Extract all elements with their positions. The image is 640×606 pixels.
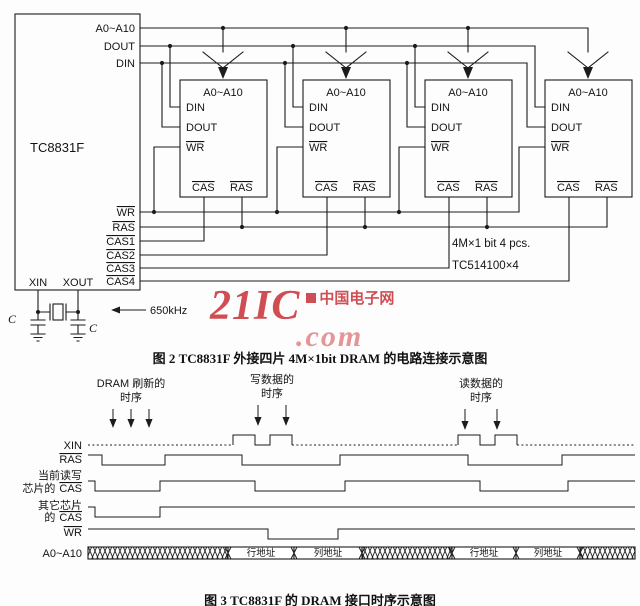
crystal-frequency-label: 650kHz [150, 305, 187, 317]
dram-chip-1: A0~A10 DIN DOUT WR CAS RAS [153, 27, 268, 228]
tc-cas4-pin-label: CAS4 [106, 276, 135, 288]
bus-invalid-segment [87, 546, 229, 560]
cas2-wire [139, 196, 328, 256]
dram-addr-label: A0~A10 [203, 87, 242, 99]
address-funnel-arrowhead-icon [218, 67, 228, 79]
tc-dout-pin-label: DOUT [104, 41, 135, 53]
xin-wire [37, 289, 51, 321]
read-annotation-line2: 时序 [470, 390, 492, 404]
part-notes: 4M×1 bit 4 pcs. TC514100×4 [452, 238, 530, 272]
annotation-refresh: DRAM 刷新的 时序 [97, 376, 165, 428]
crystal-icon [52, 303, 64, 321]
crystal-plates [49, 303, 67, 321]
waveform-ras [88, 454, 635, 466]
xin-read-pulses [457, 434, 518, 446]
figure2-circuit-diagram: TC8831F A0~A10 DOUT DIN WR RAS CAS1 CAS2… [8, 13, 633, 342]
dram-outline [179, 79, 268, 198]
waveform-cas-other [88, 506, 635, 518]
row-address-label: 行地址 [470, 547, 499, 559]
dram-dout-label: DOUT [186, 122, 217, 134]
write-annotation-line1: 写数据的 [250, 372, 294, 386]
xin-signal-label: XIN [64, 440, 82, 452]
bus-wires [139, 27, 608, 282]
capacitor-right-icon [70, 319, 86, 335]
read-annotation-line1: 读数据的 [459, 376, 503, 390]
tc-cas2-pin-label: CAS2 [106, 250, 135, 262]
tc-cas3-pin-label: CAS3 [106, 263, 135, 275]
bus-invalid-segment [579, 546, 636, 560]
xout-wire [65, 289, 79, 321]
refresh-annotation-line2: 时序 [120, 390, 142, 404]
dram-partnumber-note: TC514100×4 [452, 260, 519, 272]
waveform-wr [88, 528, 635, 540]
tc-cas1-pin-label: CAS1 [106, 236, 135, 248]
cas-other-label-line1: 其它芯片 [38, 498, 82, 512]
ras-signal-label: RAS [59, 454, 82, 466]
waveform-address-bus: 行地址 列地址 行地址 列地址 [87, 546, 636, 560]
dram-size-note: 4M×1 bit 4 pcs. [452, 238, 530, 250]
dram-chip-4 [518, 27, 633, 228]
capacitor-left-icon [30, 319, 46, 335]
col-address-label: 列地址 [534, 547, 563, 559]
cas4-wire [139, 196, 570, 282]
tc-ras-pin-label: RAS [112, 222, 135, 234]
cas-current-label-line1: 当前读写 [38, 468, 82, 482]
row-address-label: 行地址 [247, 547, 276, 559]
tc-xout-pin-label: XOUT [63, 277, 94, 289]
wr-signal-label: WR [64, 527, 82, 539]
figure3-timing-diagram: DRAM 刷新的 时序 写数据的 时序 读数据的 时序 XIN RAS 当前读写… [22, 372, 636, 560]
tc8831f-label: TC8831F [30, 140, 84, 155]
xin-write-pulses [232, 434, 293, 446]
refresh-annotation-line1: DRAM 刷新的 [97, 376, 165, 390]
write-annotation-line2: 时序 [261, 386, 283, 400]
dram-wr-label: WR [186, 142, 204, 154]
annotation-write: 写数据的 时序 [250, 372, 294, 426]
dram-pin-wires [153, 45, 243, 228]
oscillator-circuit: 650kHz C C [8, 289, 187, 342]
waveform-xin [88, 434, 635, 446]
dram-chip-3 [398, 27, 513, 228]
cas3-wire [139, 196, 450, 269]
figure3-caption: 图 3 TC8831F 的 DRAM 接口时序示意图 [204, 593, 436, 606]
tc-wr-pin-label: WR [117, 207, 135, 219]
address-funnel [202, 27, 244, 69]
dram-ras-label: RAS [230, 182, 253, 194]
tc-din-pin-label: DIN [116, 58, 135, 70]
waveform-cas-current [88, 480, 635, 492]
tc-xin-pin-label: XIN [29, 277, 47, 289]
capacitor-right-label: C [89, 321, 98, 335]
ground-right-icon [70, 333, 86, 342]
col-address-label: 列地址 [314, 547, 343, 559]
dram-din-label: DIN [186, 102, 205, 114]
dram-cas-label: CAS [192, 182, 215, 194]
tc8831f-chip: TC8831F A0~A10 DOUT DIN WR RAS CAS1 CAS2… [14, 13, 141, 291]
junction-dots [36, 25, 490, 314]
address-signal-label: A0~A10 [43, 548, 82, 560]
dram-chip-2 [276, 27, 391, 228]
annotation-read: 读数据的 时序 [459, 376, 503, 430]
tc-addr-pin-label: A0~A10 [96, 23, 135, 35]
cas1-wire [139, 196, 205, 242]
bus-invalid-segment [361, 546, 453, 560]
figure2-caption: 图 2 TC8831F 外接四片 4M×1bit DRAM 的电路连接示意图 [152, 351, 488, 366]
capacitor-left-label: C [8, 312, 17, 326]
bus-crossovers [224, 546, 584, 560]
ground-left-icon [30, 333, 46, 342]
